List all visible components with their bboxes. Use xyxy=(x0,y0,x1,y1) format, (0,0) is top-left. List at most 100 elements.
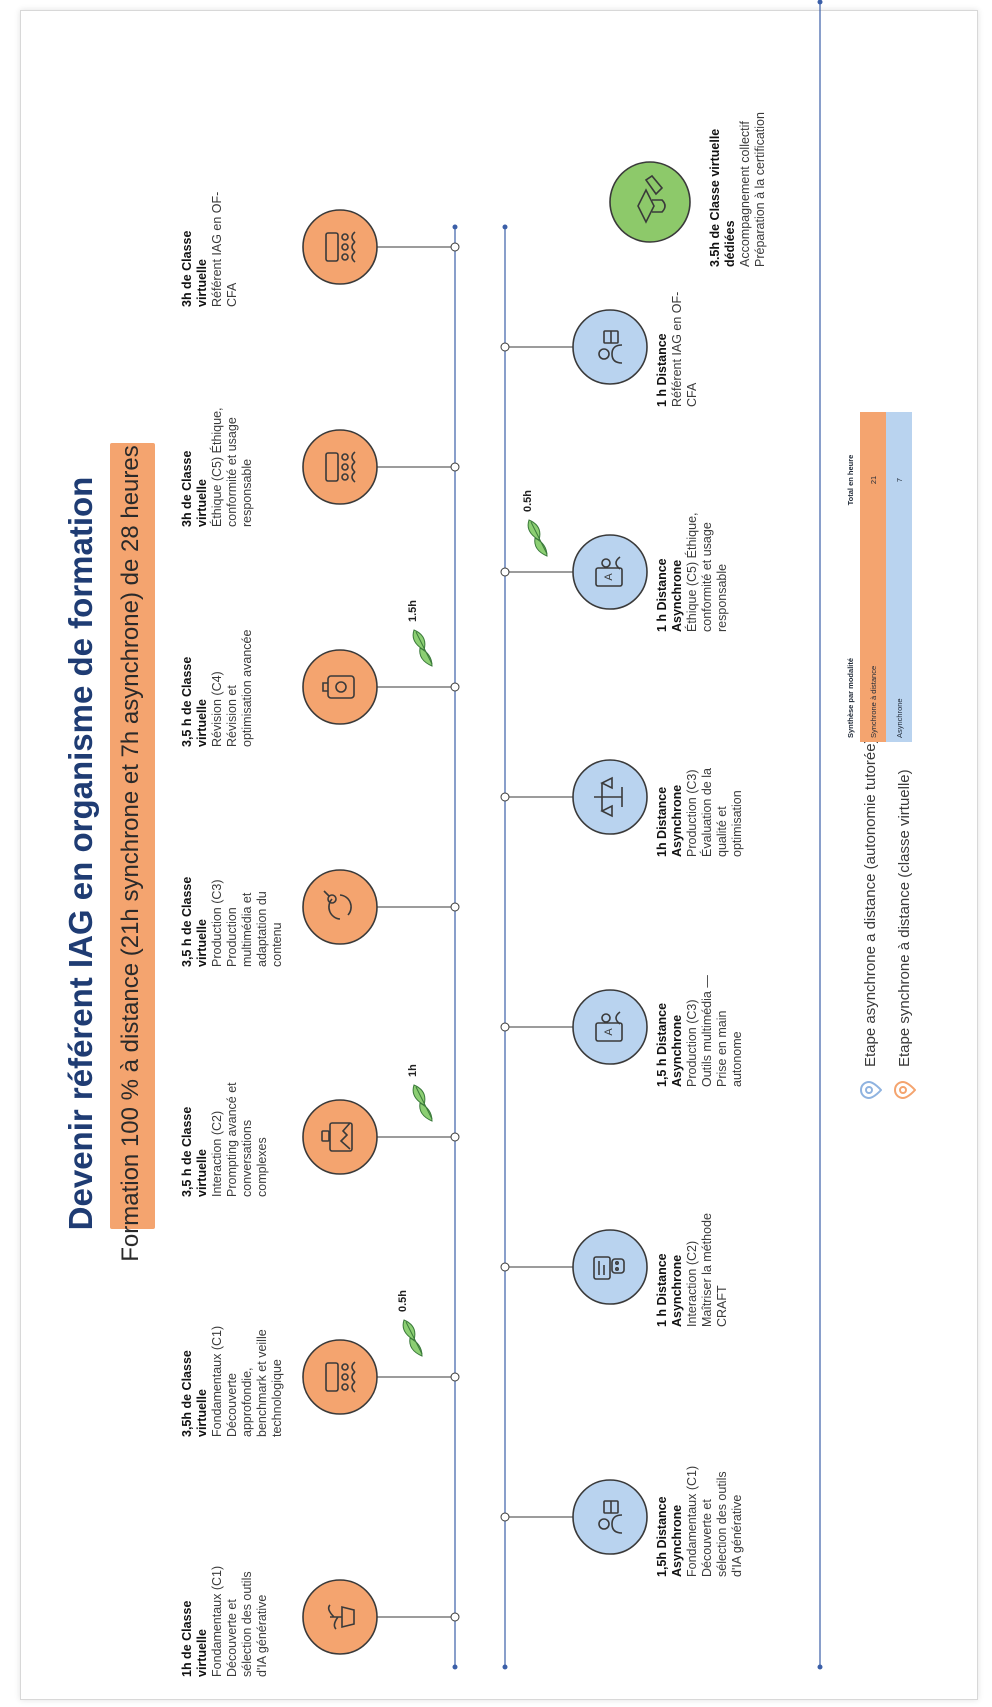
sync-step-6-label-body: Éthique (C5) Éthique, conformité et usag… xyxy=(210,407,254,527)
sync-step-2-circle xyxy=(302,1339,378,1415)
user-desk-icon xyxy=(598,330,623,364)
chat-robot-icon xyxy=(593,1256,625,1280)
legend-async-pin-icon xyxy=(860,1081,882,1099)
sync-step-7-label-title: 3h de Classe virtuelle xyxy=(180,230,209,307)
sync-step-3-anchor xyxy=(450,1132,460,1142)
async-step-2-label-title: 1 h Distance Asynchrone xyxy=(655,1253,684,1327)
legend-async-text: Etape asynchrone a distance (autonomie t… xyxy=(862,738,879,1067)
async-step-3-label-title: 1,5 h Distance Asynchrone xyxy=(655,1002,684,1087)
leaf-marker-1: 0.5h xyxy=(397,1290,423,1357)
summary-row-value: 7 xyxy=(894,477,904,483)
sync-step-6 xyxy=(302,429,460,505)
summary-row-asynchrone: Asynchrone 7 xyxy=(886,412,912,742)
dedicated-circle xyxy=(609,161,691,243)
async-step-5-label-body: Éthique (C5) Éthique, conformité et usag… xyxy=(685,512,729,632)
async-step-6-label-title: 1 h Distance xyxy=(655,333,669,407)
async-step-1-anchor xyxy=(500,1512,510,1522)
leaf-icon xyxy=(412,1084,433,1122)
synchronous-timeline-end-dot xyxy=(452,224,458,230)
leaf-icon xyxy=(527,519,548,557)
document-user-icon: A xyxy=(595,556,623,587)
page-frame xyxy=(20,10,978,1700)
leaf-marker-4: 0.5h xyxy=(522,490,548,557)
leaf-marker-2: 1h xyxy=(407,1064,433,1122)
async-step-4 xyxy=(500,759,648,835)
async-step-5-label-title: 1 h Distance Asynchrone xyxy=(655,558,684,632)
sync-step-6-anchor xyxy=(450,462,460,472)
async-step-3: A xyxy=(500,989,648,1065)
async-step-1-label-title: 1,5h Distance Asynchrone xyxy=(655,1496,684,1577)
leaf-hours: 1.5h xyxy=(407,600,419,622)
async-step-1-circle xyxy=(572,1479,648,1555)
summary-row-value: 21 xyxy=(868,475,878,485)
sync-step-7-anchor xyxy=(450,242,460,252)
async-step-6 xyxy=(500,309,648,385)
sync-step-5 xyxy=(302,649,460,725)
badge-icon xyxy=(322,675,355,699)
user-desk-icon xyxy=(598,1500,623,1534)
group-presentation-icon xyxy=(325,1361,356,1393)
async-step-3-anchor xyxy=(500,1022,510,1032)
async-step-5-anchor xyxy=(500,567,510,577)
sync-step-7-label-body: Référent IAG en OF-CFA xyxy=(210,191,239,307)
summary-table-header: Synthèse par modalité Total en heure xyxy=(840,412,860,742)
async-step-5-circle xyxy=(572,534,648,610)
sync-step-1 xyxy=(302,1579,460,1655)
summary-row-label: Synchrone à distance xyxy=(868,665,878,738)
dedicated-label-body: Accompagnement collectif Préparation à l… xyxy=(738,112,767,267)
async-step-1 xyxy=(500,1479,648,1555)
leaf-hours: 0.5h xyxy=(397,1290,409,1312)
sync-step-4-circle xyxy=(302,869,378,945)
sync-step-2-anchor xyxy=(450,1372,460,1382)
leaf-icon xyxy=(402,1319,423,1357)
sync-step-1-anchor xyxy=(450,1612,460,1622)
async-step-2-anchor xyxy=(500,1262,510,1272)
graduation-icon xyxy=(637,174,666,224)
bottom-timeline-start-dot xyxy=(817,1664,823,1670)
sync-step-3 xyxy=(302,1099,460,1175)
dedicated-label: 3.5h de Classe virtuelle dédiées Accompa… xyxy=(708,107,768,267)
group-presentation-icon xyxy=(325,451,356,483)
async-step-2-label-body: Interaction (C2) Maîtriser la méthode CR… xyxy=(685,1213,729,1327)
asynchronous-timeline-end-dot xyxy=(502,224,508,230)
sync-step-4-anchor xyxy=(450,902,460,912)
document-user-icon: A xyxy=(595,1011,623,1042)
summary-header-modalite: Synthèse par modalité xyxy=(845,657,855,738)
sync-step-3-label-body: Interaction (C2) Prompting avancé et con… xyxy=(210,1082,269,1197)
async-step-3-label-body: Production (C3) Outils multimédia — Pris… xyxy=(685,975,744,1087)
sync-step-5-anchor xyxy=(450,682,460,692)
legend-sync-pin-icon xyxy=(894,1081,916,1099)
sync-step-2 xyxy=(302,1339,460,1415)
leaf-hours: 1h xyxy=(407,1064,419,1077)
async-step-4-label-title: 1h Distance Asynchrone xyxy=(655,784,684,857)
image-chat-icon xyxy=(321,1122,353,1152)
async-step-3-circle xyxy=(572,989,648,1065)
dedicated-label-title: 3.5h de Classe virtuelle dédiées xyxy=(708,128,737,267)
sync-step-4 xyxy=(302,869,460,945)
asynchronous-timeline-start-dot xyxy=(502,1664,508,1670)
sync-step-7 xyxy=(302,209,460,285)
leaf-icon xyxy=(412,629,433,667)
balance-icon xyxy=(594,776,623,818)
sync-step-3-circle xyxy=(302,1099,378,1175)
summary-table: Synthèse par modalité Total en heure Syn… xyxy=(840,412,912,742)
sync-step-2-label-title: 3,5h de Classe virtuelle xyxy=(180,1350,209,1437)
async-step-1-label-body: Fondamentaux (C1) Découverte et sélectio… xyxy=(685,1465,744,1577)
bottom-timeline-end-dot xyxy=(817,0,823,5)
sync-step-4-label-body: Production (C3) Production multimédia et… xyxy=(210,879,284,967)
legend-sync-text: Etape synchrone à distance (classe virtu… xyxy=(896,769,913,1067)
sync-step-7-circle xyxy=(302,209,378,285)
svg-text:A: A xyxy=(603,1028,615,1036)
sync-step-5-circle xyxy=(302,649,378,725)
